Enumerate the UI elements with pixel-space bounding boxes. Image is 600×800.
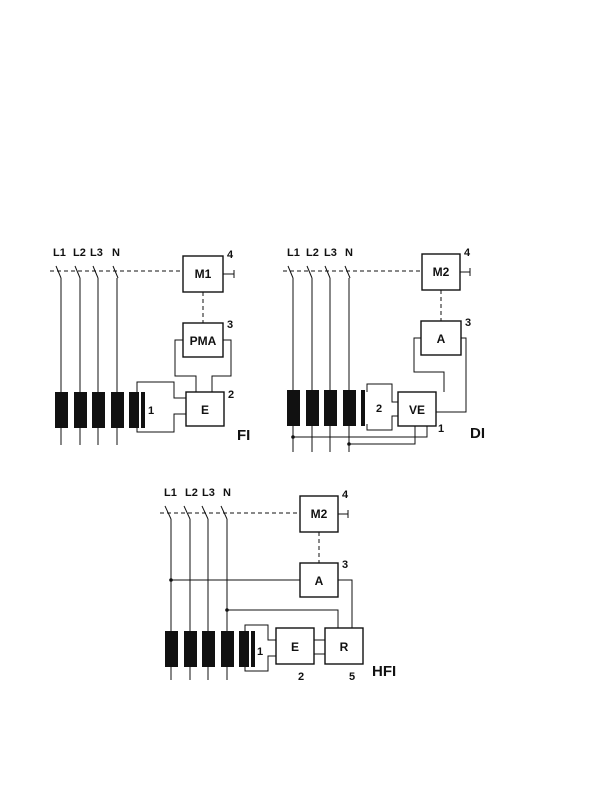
hfi-box-m2: [299, 495, 339, 533]
di-num-4: 4: [464, 247, 471, 259]
di-junction-n: [347, 442, 351, 446]
hfi-title: HFI: [372, 663, 396, 680]
fi-box-m1-label: M1: [195, 267, 212, 281]
di-junction-l1: [291, 435, 295, 439]
di-box-m2-label: M2: [433, 265, 450, 279]
hfi-box-e-label: E: [291, 640, 299, 654]
fi-conductors: [60, 278, 118, 445]
fi-m1-test-terminal: [223, 270, 235, 278]
diagram-hfi: L1 L2 L3 N 1 M2 4: [160, 487, 396, 683]
fi-num-2: 2: [228, 389, 234, 401]
di-supply-tap-l1: [293, 426, 428, 438]
di-label-l1: L1: [287, 247, 300, 259]
fi-label-l1: L1: [53, 247, 66, 259]
hfi-lead-e-r: [314, 639, 325, 655]
di-conductors: [292, 278, 350, 452]
di-switch-contacts: [287, 265, 351, 279]
hfi-label-l1: L1: [164, 487, 177, 499]
di-label-l3: L3: [324, 247, 337, 259]
fi-box-e: [185, 391, 225, 427]
fi-switch-contacts: [55, 265, 119, 279]
hfi-lead-a-r: [338, 579, 353, 628]
fi-label-l3: L3: [90, 247, 103, 259]
di-winding-top: [366, 383, 398, 403]
hfi-num-1: 1: [257, 646, 263, 658]
hfi-num-3: 3: [342, 559, 348, 571]
hfi-box-r-label: R: [340, 640, 349, 654]
di-box-ve: [397, 391, 437, 427]
hfi-junction-n: [225, 608, 229, 612]
hfi-conductors: [170, 519, 228, 680]
hfi-num-5: 5: [349, 671, 355, 683]
di-m2-test-terminal: [460, 268, 471, 276]
hfi-winding-bottom: [244, 655, 276, 672]
fi-num-4: 4: [227, 249, 234, 261]
hfi-transformer-cores: [165, 631, 255, 667]
fi-label-n: N: [112, 247, 120, 259]
fi-box-pma-label: PMA: [190, 334, 217, 348]
di-box-a-label: A: [437, 332, 446, 346]
fi-box-e-label: E: [201, 403, 209, 417]
fi-winding-bottom: [136, 413, 186, 433]
hfi-label-n: N: [223, 487, 231, 499]
hfi-label-l2: L2: [185, 487, 198, 499]
hfi-box-a: [299, 562, 339, 598]
hfi-box-e: [275, 627, 315, 665]
hfi-m2-test-terminal: [338, 510, 349, 518]
hfi-winding-top: [244, 624, 276, 641]
hfi-num-4: 4: [342, 489, 349, 501]
fi-transformer-cores: [55, 392, 145, 428]
fi-winding-top: [136, 381, 186, 399]
di-lead-a-ve-left: [413, 337, 445, 392]
hfi-box-r: [324, 627, 364, 665]
di-supply-tap-n: [349, 426, 416, 445]
fi-num-1: 1: [148, 405, 154, 417]
di-num-3: 3: [465, 317, 471, 329]
di-box-ve-label: VE: [409, 403, 425, 417]
hfi-num-2: 2: [298, 671, 304, 683]
fi-lead-pma-e-left: [174, 339, 197, 392]
di-winding-bottom: [366, 415, 398, 431]
di-title: DI: [470, 425, 485, 442]
hfi-supply-n-r: [227, 609, 339, 628]
hfi-label-l3: L3: [202, 487, 215, 499]
diagram-fi: L1 L2 L3 N 1: [50, 247, 250, 445]
di-label-l2: L2: [306, 247, 319, 259]
di-transformer-cores: [287, 390, 365, 426]
di-num-1: 1: [438, 423, 444, 435]
di-label-n: N: [345, 247, 353, 259]
fi-box-pma: [182, 322, 224, 358]
hfi-junction-l1: [169, 578, 173, 582]
fi-num-3: 3: [227, 319, 233, 331]
hfi-box-a-label: A: [315, 574, 324, 588]
fi-lead-pma-e-right: [211, 339, 232, 392]
di-num-2: 2: [376, 403, 382, 415]
fi-title: FI: [237, 427, 250, 444]
hfi-box-m2-label: M2: [311, 507, 328, 521]
di-lead-a-ve-right: [436, 337, 467, 413]
diagram-di: L1 L2 L3 N 2 M2 4: [283, 247, 485, 452]
fi-label-l2: L2: [73, 247, 86, 259]
